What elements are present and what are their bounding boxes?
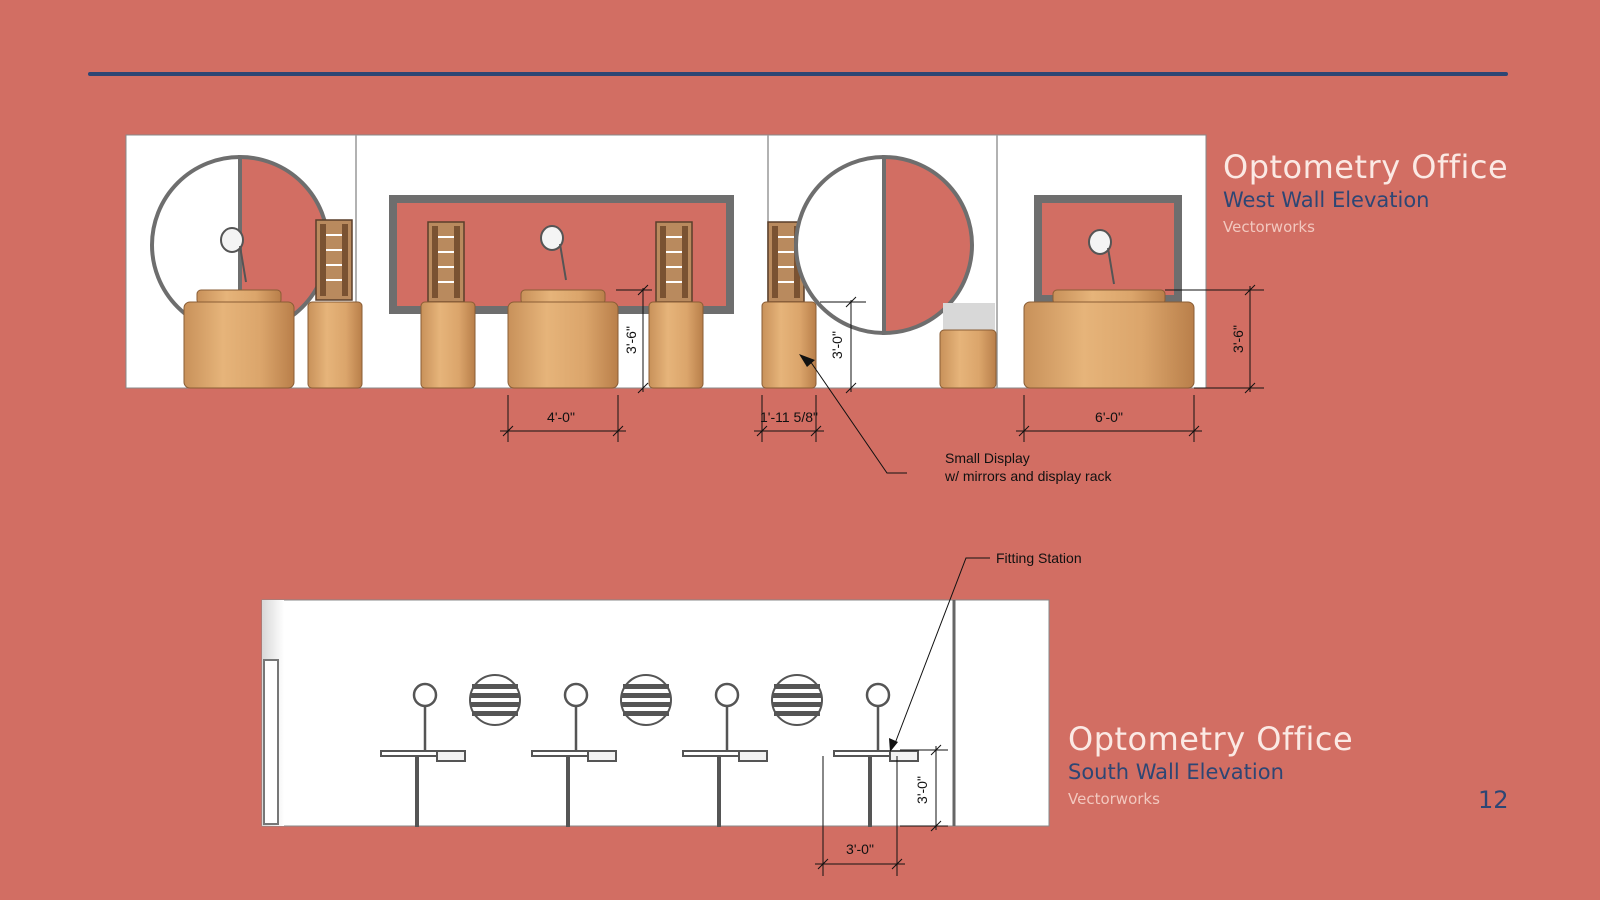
vent-icon [469, 674, 521, 726]
small-cabinet [939, 329, 997, 389]
west-wall-elevation: 4'-0" 1'-11 5/8" 6'-0" 3'-6" 3'-0" 3'-6"… [125, 134, 1264, 484]
round-counter [507, 301, 619, 389]
south-subtitle: South Wall Elevation [1068, 760, 1284, 784]
west-software: Vectorworks [1223, 218, 1315, 236]
display-rack [655, 221, 693, 303]
display-pedestal [648, 301, 704, 389]
callout-fitting-station: Fitting Station [996, 550, 1082, 566]
round-counter [183, 289, 295, 389]
dim-width-station: 3'-0" [846, 841, 874, 857]
callout-small-display: Small Display [945, 450, 1030, 466]
south-title-block: Optometry Office South Wall Elevation Ve… [1068, 720, 1353, 812]
dim-height-3: 3'-6" [1230, 325, 1246, 353]
callout-small-display-detail: w/ mirrors and display rack [944, 468, 1112, 484]
dim-width-large-counter: 6'-0" [1095, 409, 1123, 425]
display-rack [315, 219, 353, 301]
dim-height-station: 3'-0" [914, 776, 930, 804]
round-mirror [794, 154, 974, 336]
page-number: 12 [1478, 786, 1509, 814]
south-wall-elevation: 3'-0" 3'-0" Fitting Station [261, 550, 1082, 876]
dim-width-pedestal: 1'-11 5/8" [760, 409, 818, 425]
round-counter [1023, 301, 1195, 389]
dim-height-2: 3'-0" [829, 331, 845, 359]
display-pedestal [761, 301, 817, 389]
top-rule [88, 72, 1508, 76]
south-software: Vectorworks [1068, 790, 1160, 808]
display-rack [427, 221, 465, 303]
vent-icon [620, 674, 672, 726]
west-title-block: Optometry Office West Wall Elevation Vec… [1223, 148, 1508, 240]
dim-height-1: 3'-6" [623, 326, 639, 354]
shelf [943, 303, 995, 331]
south-title: Optometry Office [1068, 720, 1354, 758]
display-pedestal [420, 301, 476, 389]
display-pedestal [307, 301, 363, 389]
west-subtitle: West Wall Elevation [1223, 188, 1430, 212]
vent-icon [771, 674, 823, 726]
dim-width-counter: 4'-0" [547, 409, 575, 425]
west-title: Optometry Office [1223, 148, 1509, 186]
